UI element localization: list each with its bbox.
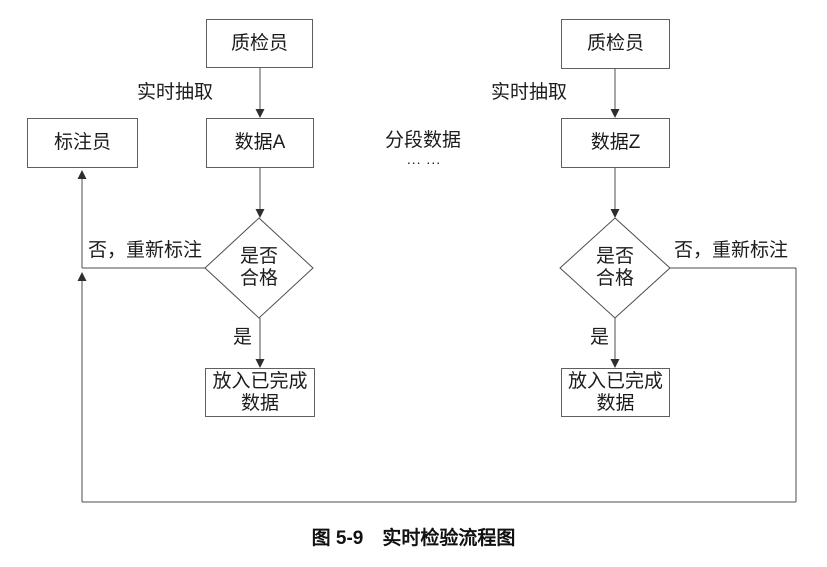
node-done-z: 放入已完成 数据 [561,368,670,417]
arrowhead-down-icon [610,209,620,218]
edge-label-no-a: 否，重新标注 [88,240,203,261]
segment-data-label: 分段数据 [385,130,462,151]
edge-label-extract-a: 实时抽取 [137,82,214,103]
decision-diamond-z [559,217,671,319]
node-inspector-a: 质检员 [206,19,313,68]
arrowhead-down-icon [255,109,265,118]
arrowhead-down-icon [610,109,620,118]
ellipsis-label: ... ... [406,151,442,167]
decision-diamond-a [204,217,314,319]
edge-label-no-z: 否，重新标注 [674,240,789,261]
arrowhead-up-icon [77,170,87,179]
node-data-z: 数据Z [561,118,670,168]
arrowhead-down-icon [255,359,265,368]
arrowhead-down-icon [610,359,620,368]
arrowhead-up-icon [77,272,87,281]
node-inspector-z: 质检员 [561,19,670,69]
edge-label-yes-z: 是 [590,327,610,348]
node-data-a: 数据A [206,118,314,168]
node-done-a: 放入已完成 数据 [205,368,315,417]
node-annotator: 标注员 [27,118,138,168]
arrowhead-down-icon [255,209,265,218]
edge-label-extract-z: 实时抽取 [491,82,568,103]
decision-label-z: 是否 合格 [595,246,634,289]
decision-label-a: 是否 合格 [239,246,278,289]
figure-caption: 图 5-9 实时检验流程图 [311,528,516,549]
edge-label-yes-a: 是 [233,327,253,348]
